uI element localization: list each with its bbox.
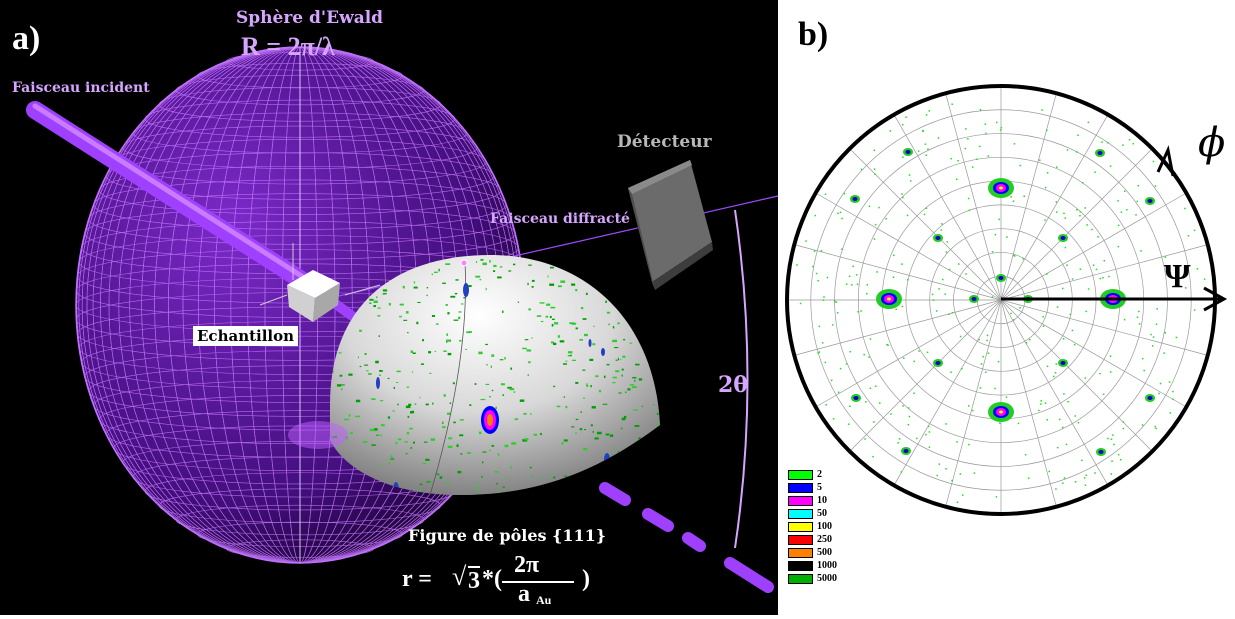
sample-cube: [259, 243, 381, 322]
legend-swatch: [788, 508, 813, 519]
legend-value: 5000: [817, 573, 837, 584]
sample-label: Echantillon: [193, 326, 299, 346]
legend-item: 500: [788, 547, 832, 558]
sqrt-argument: 3: [468, 566, 480, 594]
legend-item: 250: [788, 534, 832, 545]
panel-b-label: b): [798, 16, 829, 53]
legend-swatch: [788, 482, 813, 493]
legend-item: 1000: [788, 560, 837, 571]
legend-swatch: [788, 560, 813, 571]
panel-b-pole-figure: b) ϕ Ψ 2 5 10 50 100 250 500 1000 5000: [778, 0, 1235, 615]
detector-box: [628, 160, 713, 290]
legend-item: 100: [788, 521, 832, 532]
formula-prefix: r =: [402, 566, 432, 592]
legend-swatch: [788, 534, 813, 545]
stereographic-pole-figure: [785, 84, 1228, 516]
legend-swatch: [788, 469, 813, 480]
panel-a-ewald-scene: a) Sphère d'Ewald R = 2π/λ Faisceau inci…: [0, 0, 778, 615]
legend-item: 50: [788, 508, 827, 519]
two-theta-label: 2θ: [718, 372, 748, 398]
legend-value: 250: [817, 534, 832, 545]
phi-arc-arrow: [1156, 145, 1175, 177]
detector-label: Détecteur: [617, 132, 712, 152]
sqrt-symbol: √: [452, 562, 467, 591]
panel-a-label: a): [12, 20, 41, 57]
ewald-radius-formula: R = 2π/λ: [241, 32, 335, 61]
legend-swatch: [788, 573, 813, 584]
legend-value: 500: [817, 547, 832, 558]
ewald-sphere-title: Sphère d'Ewald: [236, 8, 384, 28]
pole-figure-label: Figure de pôles {111}: [408, 526, 607, 545]
diffracted-beam-label: Faisceau diffracté: [490, 211, 630, 227]
fraction-numerator: 2π: [514, 552, 540, 578]
fraction-subscript: Au: [536, 593, 552, 607]
psi-axis-arrow: [1001, 286, 1228, 312]
ewald-scene-drawing: [26, 46, 778, 593]
legend-swatch: [788, 495, 813, 506]
phi-label: ϕ: [1198, 120, 1226, 166]
legend-swatch: [788, 547, 813, 558]
fraction-denominator: a: [518, 581, 530, 607]
legend-value: 100: [817, 521, 832, 532]
two-theta-arc: [734, 209, 749, 549]
legend-value: 1000: [817, 560, 837, 571]
legend-value: 10: [817, 495, 827, 506]
psi-label: Ψ: [1164, 258, 1191, 295]
legend-item: 2: [788, 469, 822, 480]
legend-value: 50: [817, 508, 827, 519]
fraction-bar: [502, 581, 574, 583]
legend-value: 2: [817, 469, 822, 480]
legend-item: 5000: [788, 573, 837, 584]
incident-beam-label: Faisceau incident: [12, 80, 150, 96]
legend-swatch: [788, 521, 813, 532]
pole-figure-dome: [330, 255, 660, 495]
formula-close: ): [582, 566, 590, 592]
legend-value: 5: [817, 482, 822, 493]
legend-item: 5: [788, 482, 822, 493]
legend-item: 10: [788, 495, 827, 506]
formula-mult: *(: [482, 566, 502, 592]
transmitted-beam: [599, 482, 774, 593]
